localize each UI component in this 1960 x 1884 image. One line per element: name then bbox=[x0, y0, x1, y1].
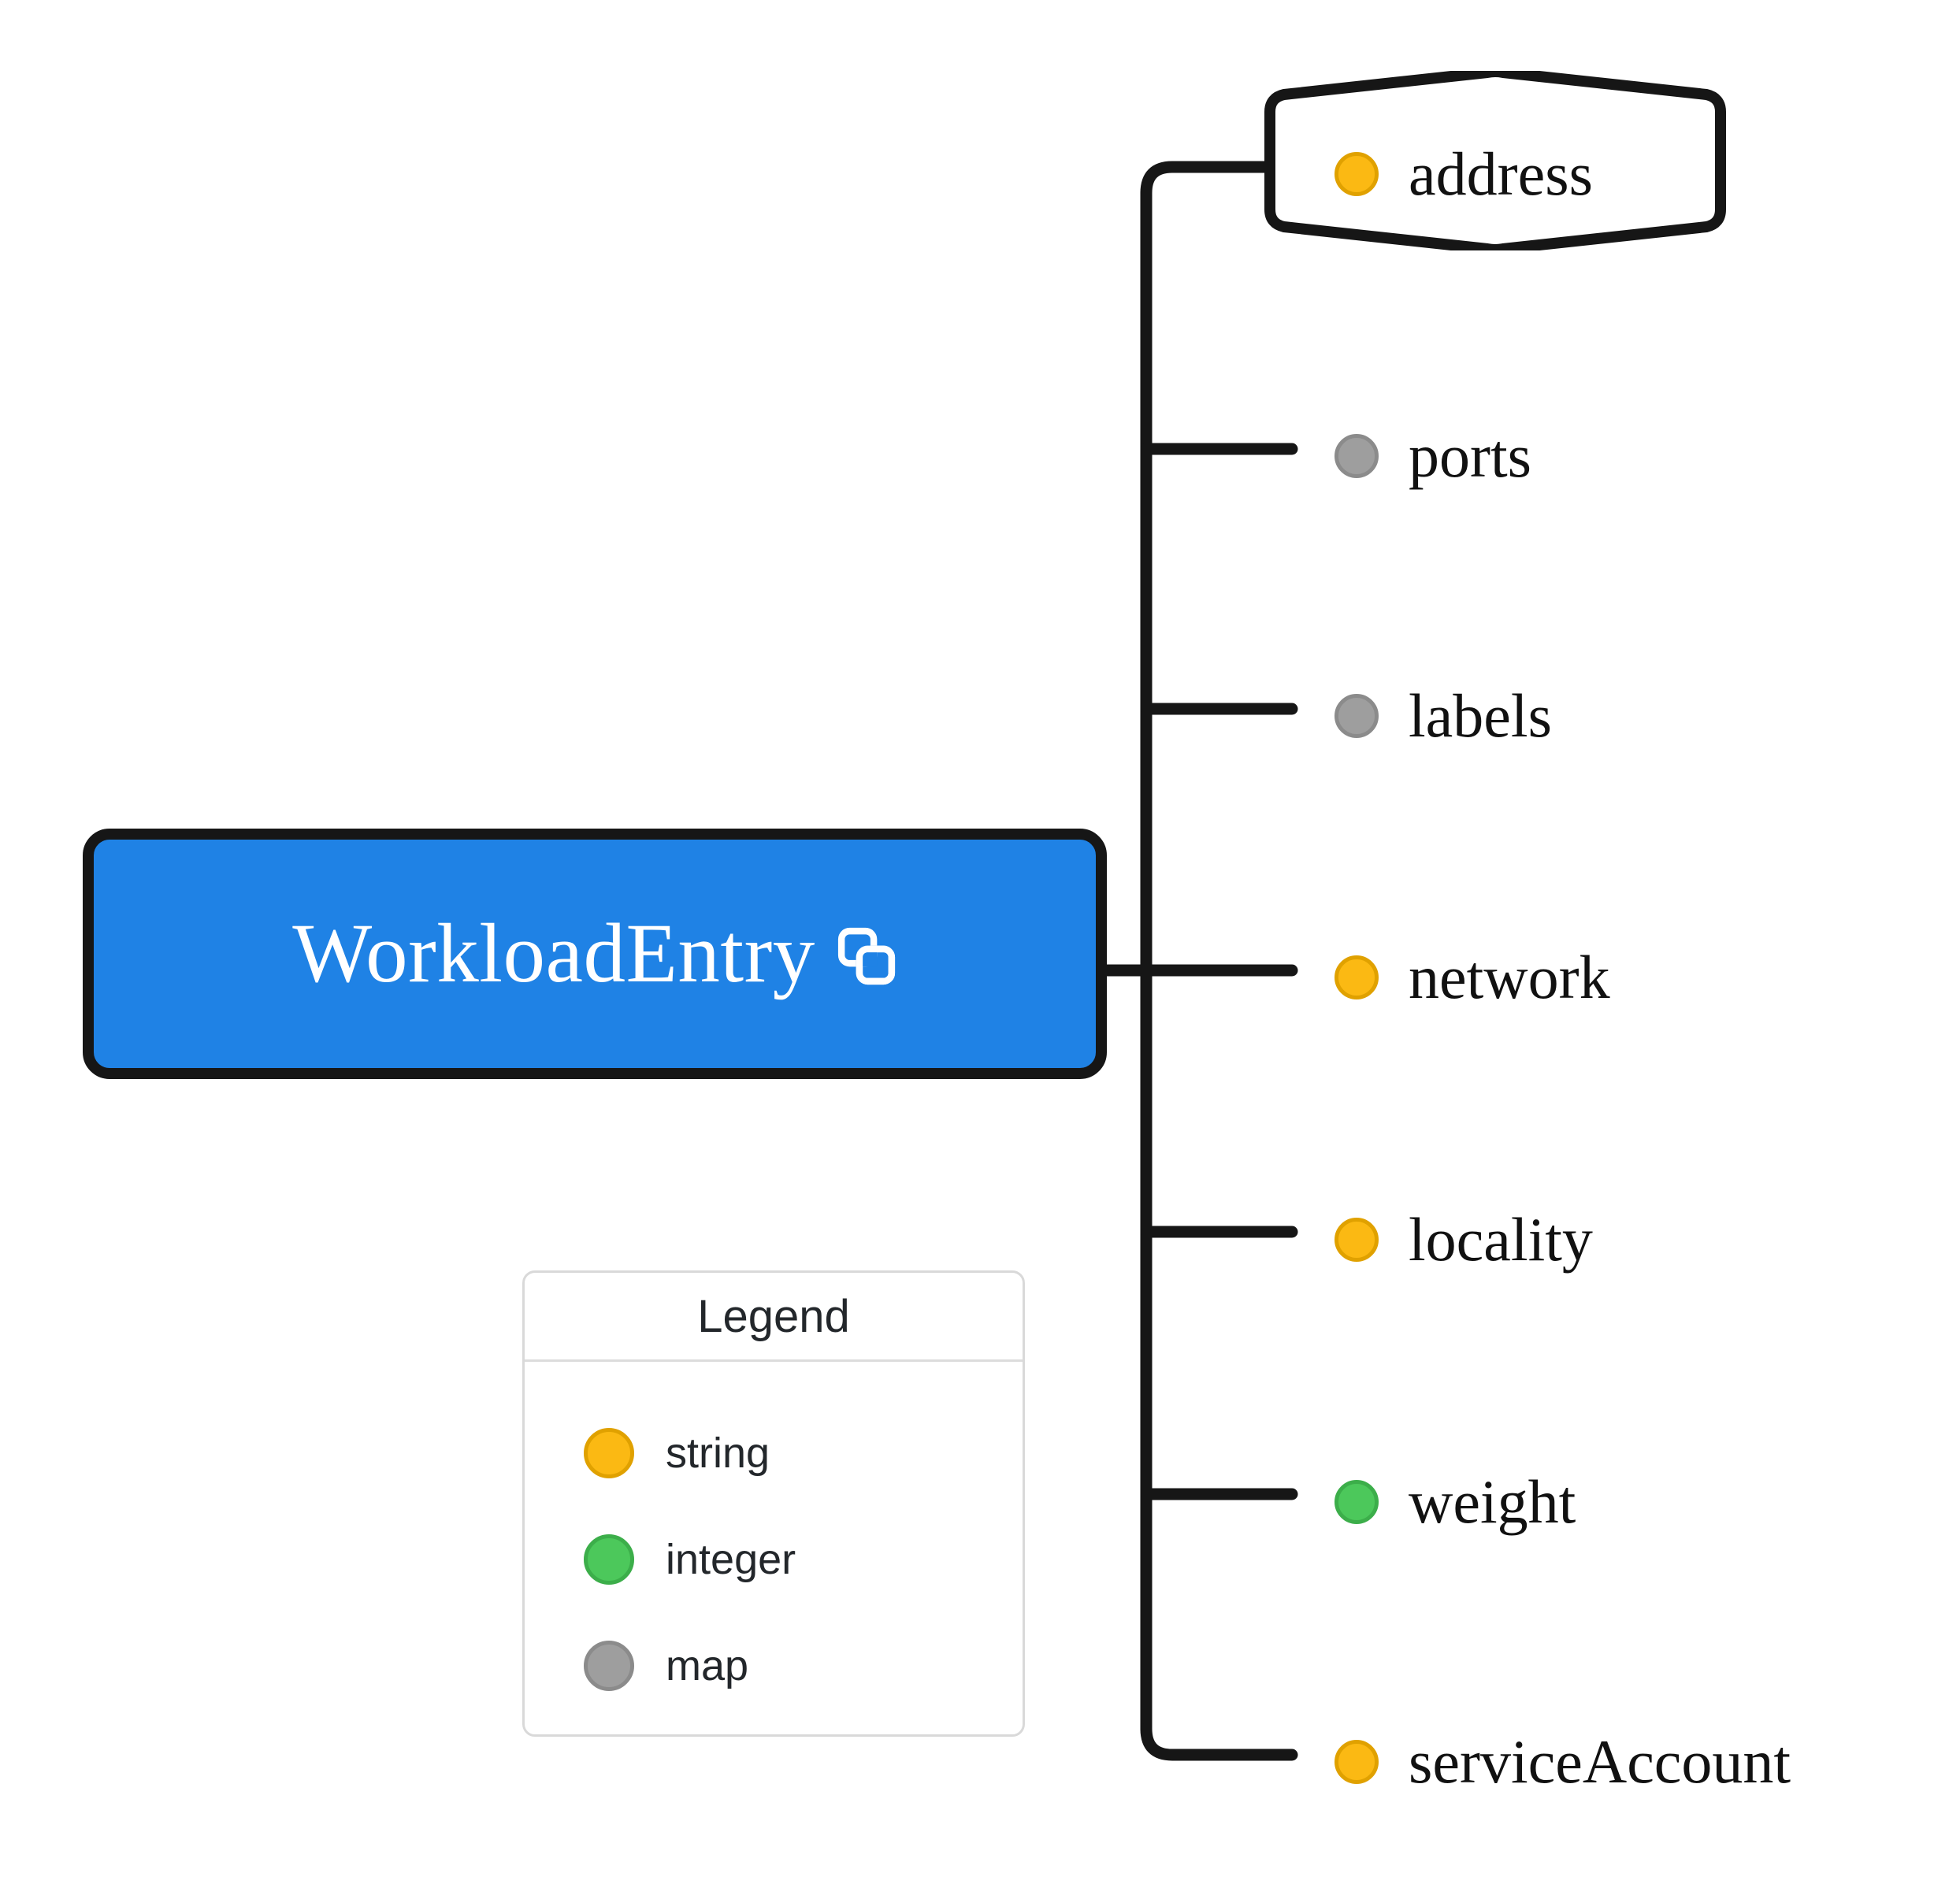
root-node-workloadentry[interactable]: WorkloadEntry bbox=[83, 829, 1107, 1079]
type-dot-string bbox=[584, 1427, 634, 1478]
legend-body: string integer map bbox=[525, 1362, 1023, 1719]
leaf-label-address: address bbox=[1409, 139, 1593, 208]
leaf-node-serviceaccount[interactable]: serviceAccount bbox=[1335, 1731, 1791, 1793]
edge-branch-address bbox=[1140, 161, 1273, 199]
leaf-node-network[interactable]: network bbox=[1335, 947, 1610, 1008]
type-dot-integer bbox=[584, 1534, 634, 1585]
leaf-label-labels: labels bbox=[1409, 681, 1552, 750]
leaf-label-network: network bbox=[1409, 943, 1610, 1011]
leaf-node-locality[interactable]: locality bbox=[1335, 1209, 1593, 1270]
type-dot-integer bbox=[1335, 1480, 1379, 1524]
leaf-node-address[interactable]: address bbox=[1335, 143, 1593, 205]
leaf-label-ports: ports bbox=[1409, 421, 1531, 490]
leaf-node-ports[interactable]: ports bbox=[1335, 425, 1531, 487]
leaf-node-weight[interactable]: weight bbox=[1335, 1471, 1576, 1533]
type-dot-string bbox=[1335, 1218, 1379, 1262]
legend-item-integer: integer bbox=[525, 1506, 1023, 1612]
leaf-label-locality: locality bbox=[1409, 1205, 1593, 1274]
legend-item-label: string bbox=[666, 1429, 770, 1477]
legend-item-map: map bbox=[525, 1612, 1023, 1719]
type-dot-string bbox=[1335, 152, 1379, 196]
type-dot-string bbox=[1335, 955, 1379, 999]
legend-item-string: string bbox=[525, 1400, 1023, 1506]
leaf-node-labels[interactable]: labels bbox=[1335, 685, 1552, 747]
legend-panel: Legend string integer map bbox=[522, 1270, 1025, 1737]
leaf-label-serviceaccount: serviceAccount bbox=[1409, 1727, 1791, 1796]
type-dot-map bbox=[1335, 434, 1379, 478]
leaf-label-weight: weight bbox=[1409, 1467, 1576, 1536]
address-hexagon-frame bbox=[1264, 71, 1726, 250]
legend-title: Legend bbox=[525, 1273, 1023, 1362]
legend-item-label: integer bbox=[666, 1535, 796, 1583]
type-dot-map bbox=[1335, 694, 1379, 738]
edge-branch-serviceaccount bbox=[1140, 1723, 1298, 1761]
copy-icon bbox=[837, 927, 895, 985]
type-dot-string bbox=[1335, 1740, 1379, 1784]
legend-item-label: map bbox=[666, 1641, 749, 1689]
type-dot-map bbox=[584, 1640, 634, 1691]
root-node-label: WorkloadEntry bbox=[292, 907, 815, 1000]
